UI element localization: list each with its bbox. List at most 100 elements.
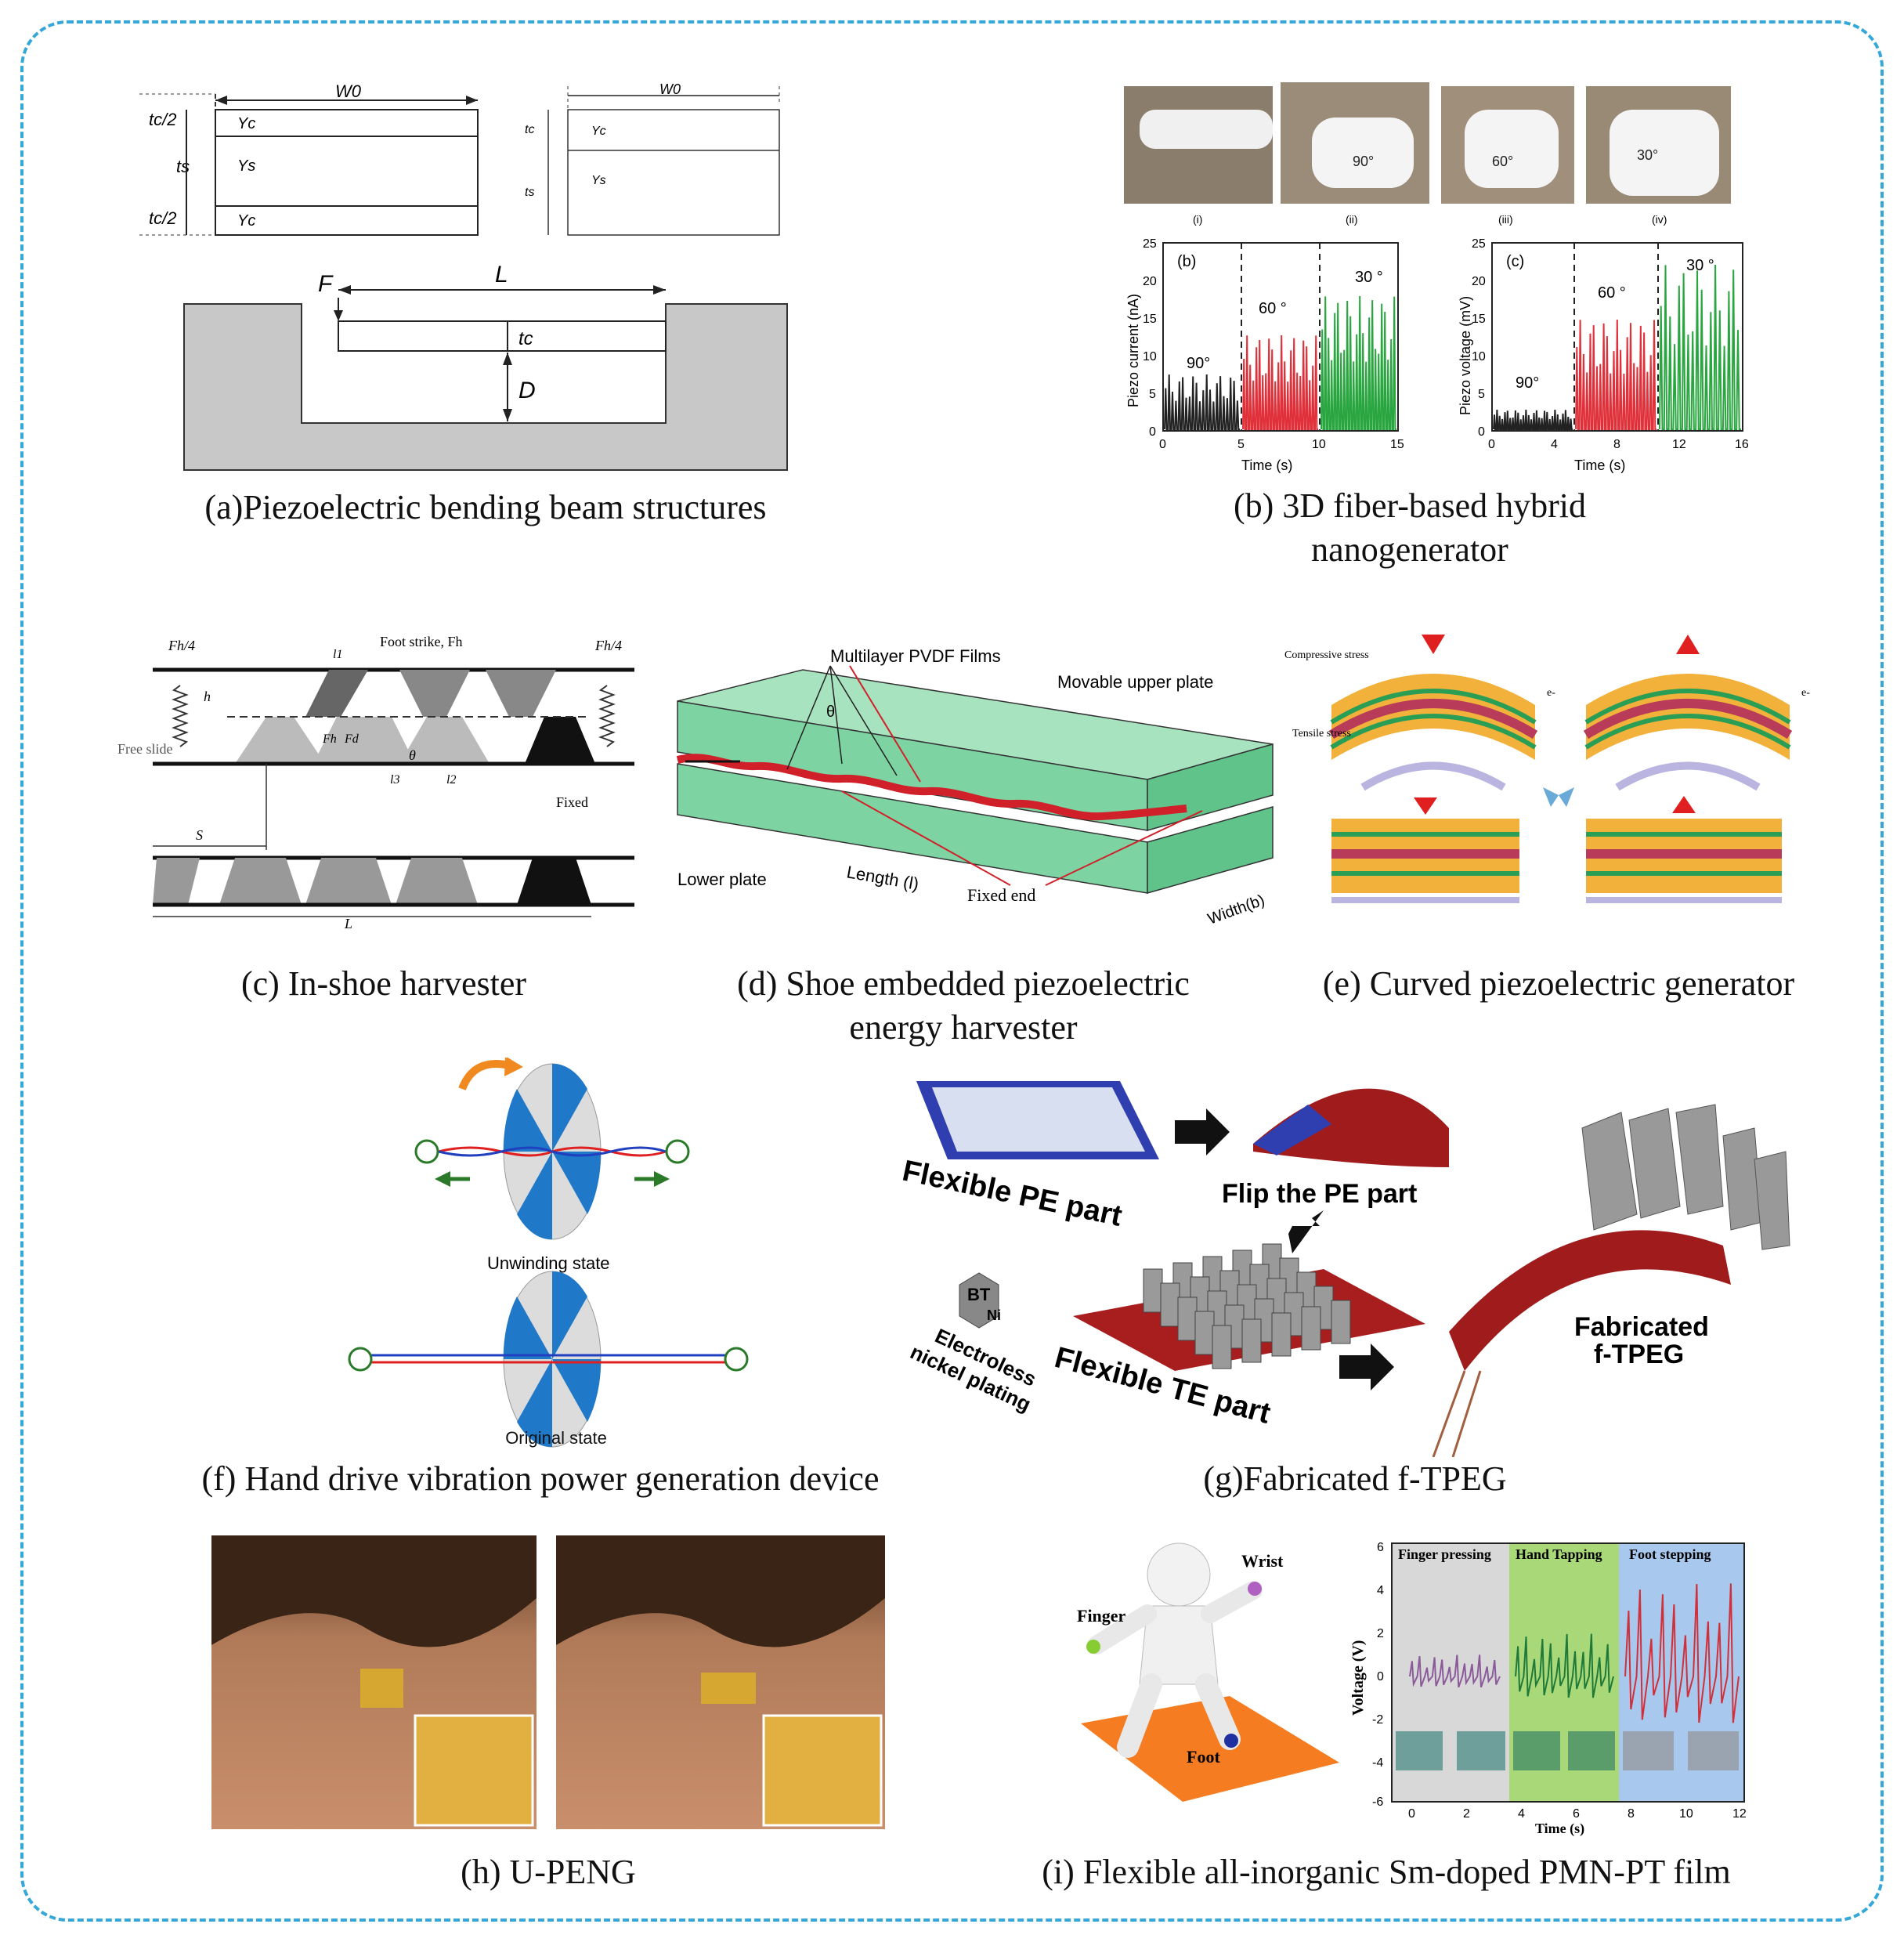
caption-b-line1: (b) 3D fiber-based hybrid: [1234, 486, 1586, 525]
panel-i-figure: Finger Wrist Foot Finger pressing Hand T…: [1077, 1541, 1747, 1837]
caption-c: (c) In-shoe harvester: [240, 964, 527, 1003]
theta-label-d: θ: [826, 703, 835, 721]
chart1-xticks: 0 5 10 15: [1159, 438, 1404, 451]
chart1-xlabel: Time (s): [1241, 457, 1292, 473]
l1-label: l1: [333, 648, 342, 661]
trace-foot: [1624, 1583, 1740, 1723]
caption-d: (d) Shoe embedded piezoelectric energy h…: [674, 962, 1253, 1050]
caption-i: (i) Flexible all-inorganic Sm-doped PMN-…: [1042, 1853, 1731, 1891]
pe-part-label: Flexible PE part: [900, 1155, 1125, 1233]
tc2-top-label: tc/2: [149, 110, 176, 129]
chart2-xticks: 0 4 8 12 16: [1488, 438, 1749, 451]
lower-plate-label: Lower plate: [677, 870, 767, 889]
svg-text:20: 20: [1472, 275, 1486, 288]
chart-piezo-current: (b) 90° 60 ° 30 ° Piezo current (nA) Tim…: [1125, 237, 1404, 473]
caption-b: (b) 3D fiber-based hybrid nanogenerator: [1112, 484, 1707, 572]
svg-text:0: 0: [1159, 438, 1166, 451]
panel-h-photos: [211, 1535, 885, 1829]
svg-text:5: 5: [1237, 438, 1245, 451]
svg-text:10: 10: [1679, 1807, 1693, 1821]
svg-text:4: 4: [1518, 1807, 1525, 1821]
arm-photos: 90° 60° 30° (i) (ii) (iii) (iv): [1124, 82, 1731, 226]
svg-text:5: 5: [1149, 388, 1156, 401]
photo-angle-30: 30°: [1637, 147, 1658, 163]
chart1-traces: [1164, 295, 1396, 430]
svg-text:15: 15: [1143, 313, 1157, 326]
svg-text:10: 10: [1312, 438, 1326, 451]
disc-unwinding: [414, 1058, 690, 1240]
chart2-traces: [1493, 264, 1741, 430]
panel-a-diagram: W0 Yc Ys Yc tc/2 ts tc/2 W0 Yc Ys tc ts …: [139, 81, 788, 471]
photo-angle-60: 60°: [1492, 154, 1513, 169]
caption-f-original-wrapper: Original state: [505, 1428, 607, 1448]
f-label: F: [318, 271, 334, 297]
chart-voltage: Finger pressing Hand Tapping Foot steppi…: [1349, 1541, 1747, 1837]
l3-label: l3: [390, 773, 399, 787]
compressive-label: Compressive stress: [1284, 649, 1369, 661]
svg-text:0: 0: [1478, 425, 1485, 439]
te-pillar: [1160, 1282, 1180, 1327]
curved-gen-top-right: [1583, 635, 1793, 791]
svg-text:-2: -2: [1372, 1713, 1383, 1727]
te-pillar: [1301, 1306, 1321, 1351]
svg-text:4: 4: [1551, 438, 1558, 451]
theta-label: θ: [409, 747, 416, 763]
svg-text:0: 0: [1408, 1807, 1415, 1821]
w0-label: W0: [335, 81, 362, 101]
chart2-xlabel: Time (s): [1574, 457, 1625, 473]
w0-label-right: W0: [659, 81, 681, 97]
svg-text:6: 6: [1377, 1541, 1384, 1554]
flat-gen-bottom-right: [1586, 796, 1782, 903]
finger-label: Finger: [1077, 1606, 1126, 1626]
svg-text:5: 5: [1478, 388, 1485, 401]
chart1-seg-60: 60 °: [1259, 300, 1287, 317]
flat-gen-bottom-left: [1331, 797, 1519, 903]
trace-30: [1321, 295, 1396, 430]
curved-gen-top-left: [1328, 635, 1538, 791]
svg-text:8: 8: [1628, 1807, 1635, 1821]
l-label: L: [495, 262, 508, 288]
upper-plate-label: Movable upper plate: [1057, 672, 1213, 692]
caption-e: (e) Curved piezoelectric generator: [1322, 964, 1795, 1003]
svg-text:6: 6: [1573, 1807, 1580, 1821]
chart-piezo-voltage: (c) 90° 60 ° 30 ° Piezo voltage (mV) Tim…: [1458, 237, 1749, 473]
electron-label-2: e-: [1547, 687, 1555, 699]
svg-text:16: 16: [1735, 438, 1749, 451]
svg-text:2: 2: [1377, 1627, 1384, 1640]
L-label: L: [344, 916, 352, 931]
dashed-frame: [20, 20, 1884, 1922]
free-slide-label: Free slide: [117, 741, 172, 757]
svg-text:0: 0: [1149, 425, 1156, 439]
chart3-ylabel: Voltage (V): [1349, 1640, 1367, 1716]
chart3-xticks: 0 2 4 6 8 10 12: [1408, 1807, 1747, 1821]
svg-text:4: 4: [1377, 1584, 1384, 1597]
svg-text:-6: -6: [1372, 1796, 1383, 1809]
svg-text:0: 0: [1488, 438, 1495, 451]
trace-90: [1493, 409, 1573, 430]
foot-strike-label: Foot strike, Fh: [380, 634, 463, 649]
te-pillar: [1177, 1296, 1198, 1341]
caption-g: (g)Fabricated f-TPEG: [1203, 1459, 1507, 1498]
foot-label: Foot: [1187, 1747, 1220, 1767]
fd-label: Fd: [344, 732, 359, 746]
svg-text:2: 2: [1463, 1807, 1470, 1821]
trace-60: [1242, 335, 1318, 430]
panel-g-diagram: Flexible PE part Flip the PE part BT Ni …: [900, 1081, 1790, 1457]
svg-text:12: 12: [1732, 1807, 1747, 1821]
fh4-left-label: Fh/4: [168, 638, 195, 653]
chart1-seg-30: 30 °: [1355, 269, 1383, 286]
chart1-ylabel: Piezo current (nA): [1125, 294, 1141, 407]
svg-text:10: 10: [1143, 350, 1157, 363]
films-label: Multilayer PVDF Films: [830, 646, 1001, 666]
caption-a: (a)Piezoelectric bending beam structures: [204, 488, 767, 526]
chart1-yticks: 0 5 10 15 20 25: [1143, 237, 1157, 439]
h-label: h: [204, 689, 211, 704]
trace-30: [1659, 264, 1741, 430]
hand-photos: [1396, 1731, 1739, 1770]
tc2-bottom-label: tc/2: [149, 208, 176, 228]
te-pillar: [1241, 1318, 1262, 1363]
photo-label-ii: (ii): [1346, 213, 1358, 226]
svg-text:12: 12: [1672, 438, 1686, 451]
ts-label-right: ts: [525, 186, 534, 199]
